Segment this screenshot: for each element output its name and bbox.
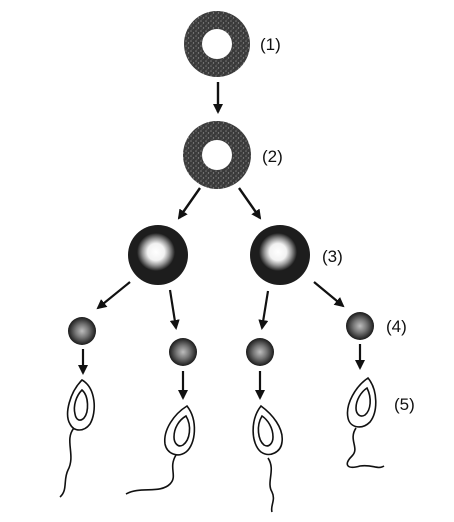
stage-4-cell-c — [246, 338, 274, 366]
sperm-cell-b — [125, 404, 196, 495]
stage-1-cell — [184, 11, 250, 77]
stage-3-label: (3) — [322, 247, 343, 266]
stage-1-label: (1) — [260, 35, 281, 54]
arrow-3-to-4-a — [96, 281, 131, 310]
stage-3-cell-right — [250, 225, 310, 285]
arrow-2-to-3-right — [238, 187, 262, 220]
stage-4-cell-a — [68, 317, 96, 345]
arrow-3-to-4-b — [168, 289, 180, 330]
stage-4-cell-b — [169, 338, 197, 366]
stage-5-label: (5) — [394, 395, 415, 414]
stage-3-cell-left — [128, 225, 188, 285]
stage-4-cell-d — [346, 312, 374, 340]
sperm-cell-c — [252, 404, 283, 513]
arrow-3-to-4-c — [258, 290, 270, 330]
stage-2-label: (2) — [262, 147, 283, 166]
arrow-3-to-4-d — [313, 281, 345, 308]
stage-4-label: (4) — [386, 317, 407, 336]
sperm-cell-d — [346, 376, 385, 469]
arrow-2-to-3-left — [177, 187, 201, 220]
stage-2-cell — [183, 121, 251, 189]
sperm-cell-a — [59, 379, 96, 498]
